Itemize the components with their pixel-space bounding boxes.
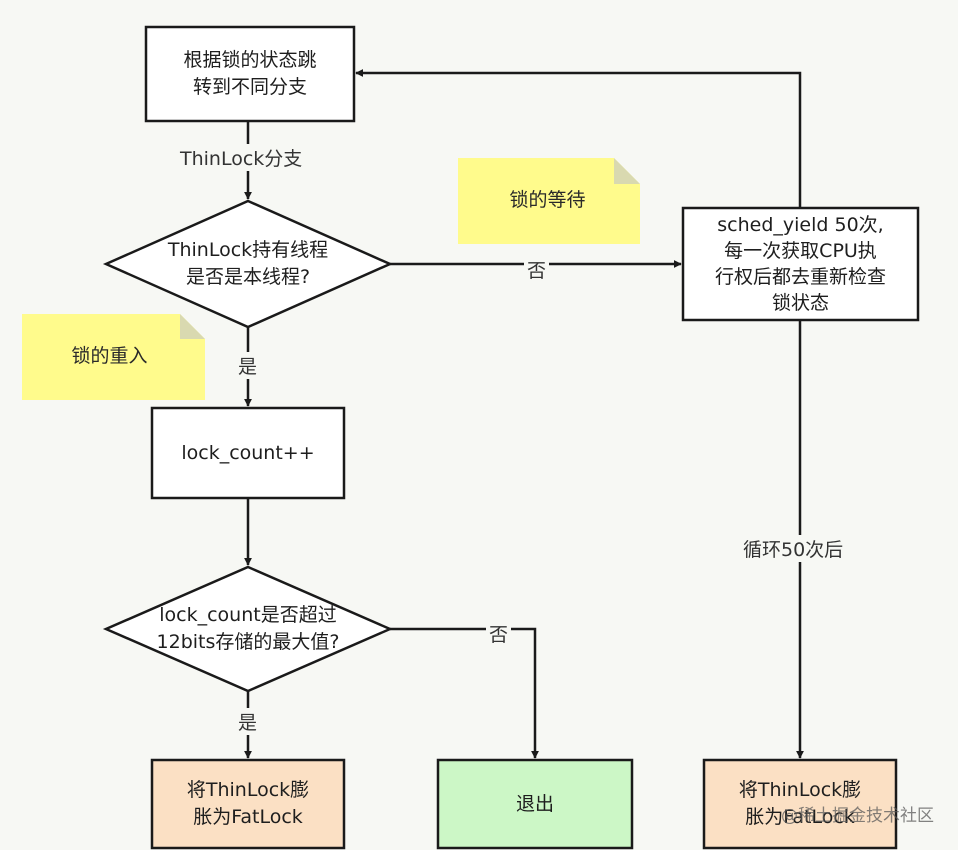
inflate-right-text: 将ThinLock膨 胀为FatLock [738,779,862,828]
is-owner-text: ThinLock持有线程 是否是本线程? [167,239,329,288]
edge-label-overflow-no: 否 [486,620,512,647]
exit-box [436,758,634,850]
sched-yield-box [681,206,920,322]
dispatch-text: 根据锁的状态跳 转到不同分支 [183,49,317,98]
note-wait-text: 锁的等待 [509,189,586,211]
edge-yield-loop-back [355,69,802,208]
edge-overflow-no [390,627,539,759]
sched-yield-text: sched_yield 50次, 每一次获取CPU执 行权后都去重新检查 锁状态 [714,214,886,314]
dispatch-box [144,25,356,123]
edge-label-loop-50: 循环50次后 [740,535,847,562]
is-overflow-text: lock_count是否超过 12bits存储的最大值? [156,604,340,653]
inflate-right-box [702,758,898,850]
count-inc-box [150,406,346,500]
edge-label-owner-no: 否 [524,256,550,283]
exit-text: 退出 [515,792,554,815]
count-inc-text: lock_count++ [181,441,315,464]
inflate-left-text: 将ThinLock膨 胀为FatLock [186,779,310,828]
edge-label-overflow-yes: 是 [235,708,261,735]
note-wait [458,158,640,244]
note-reentry [22,314,205,400]
inflate-left-box [150,758,346,850]
edge-label-thinlock-branch: ThinLock分支 [177,144,306,171]
watermark: @稀土掘金技术社区 [781,806,934,826]
note-reentry-text: 锁的重入 [71,345,148,367]
edge-label-owner-yes: 是 [235,352,261,379]
